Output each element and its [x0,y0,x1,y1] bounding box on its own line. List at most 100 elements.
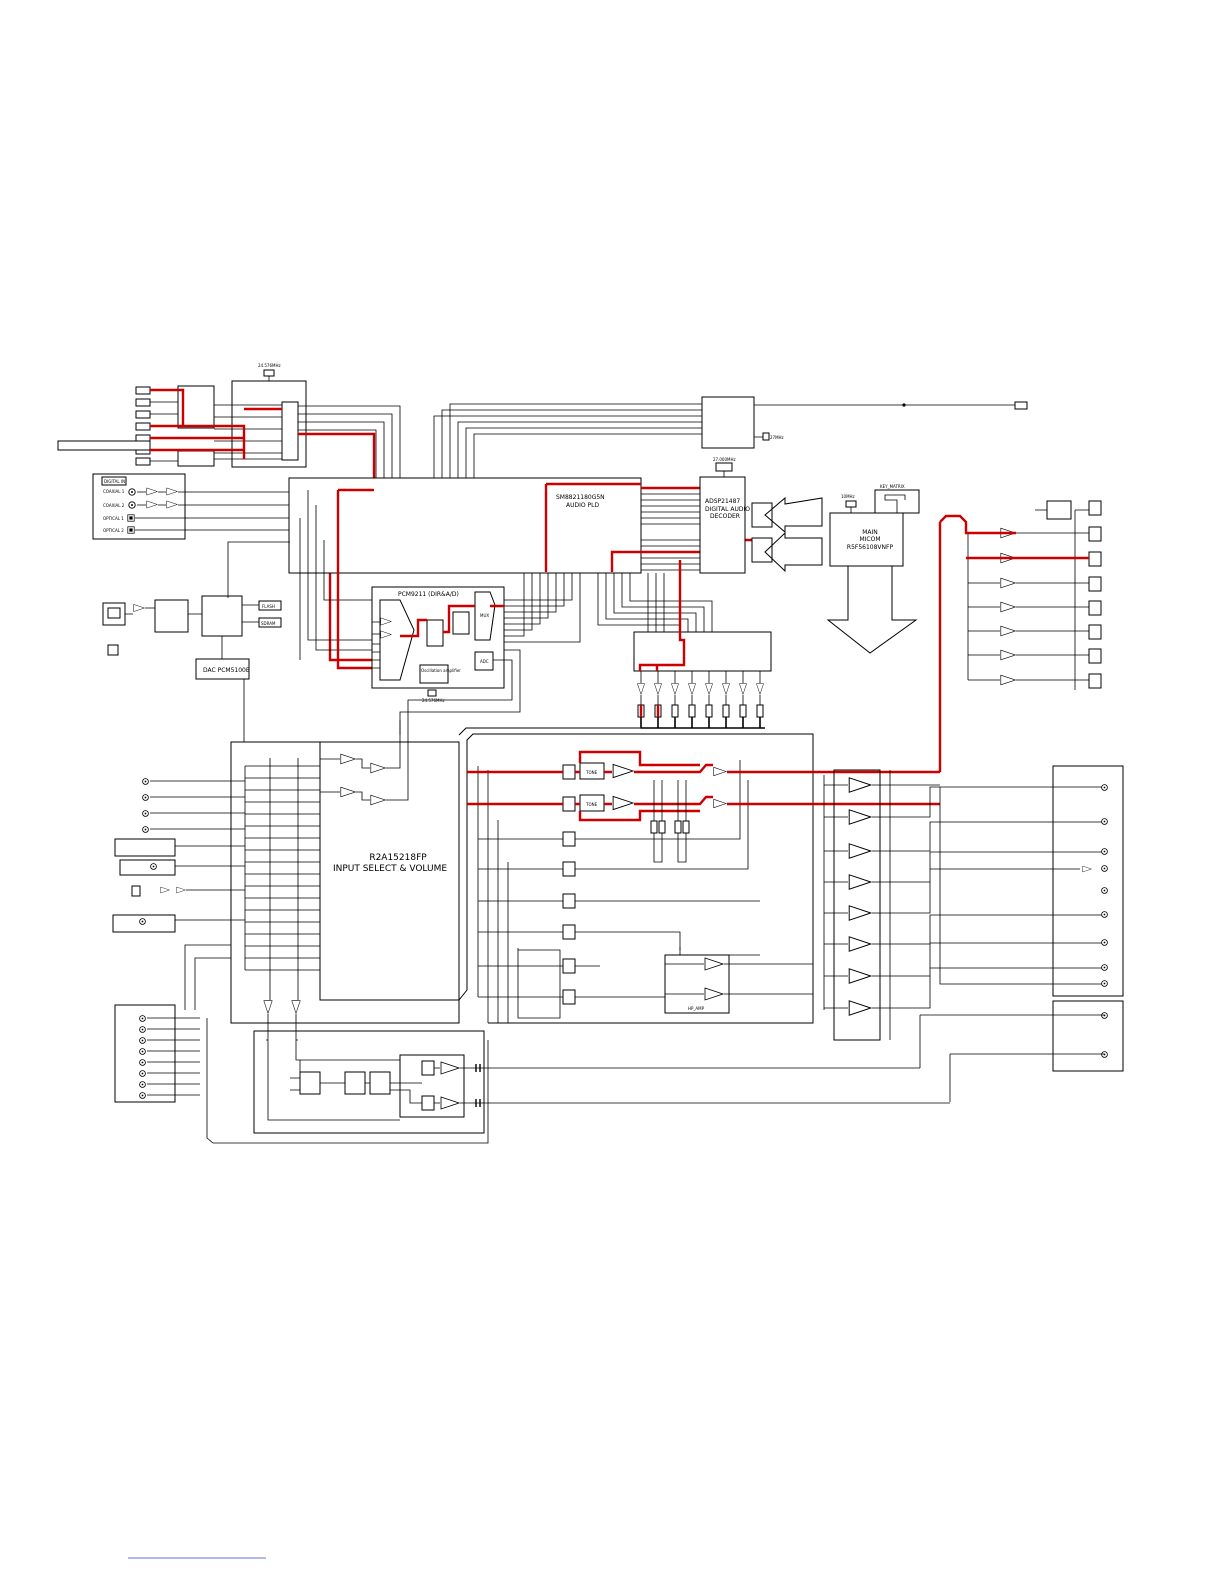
sp-connector-2 [1088,551,1102,567]
vol-out-amp-2-icon [291,1000,301,1014]
pre-out-jack-3-icon [1101,848,1108,855]
vol-ctrl-2 [562,796,576,812]
coaxial1-jack-icon [128,488,136,496]
decoder-crystal [715,462,733,472]
volume-selector-block: R2A15218FP INPUT SELECT & VOLUME [112,720,460,1040]
sp-connector-5 [1088,624,1102,640]
zone-proc-2 [344,1071,366,1095]
output-amp-6-icon [848,936,872,952]
dir-ad-block: PCM9211 (DIR&A/D) MUX ADC Oscillation am… [371,573,581,735]
sp-connector-4 [1088,600,1102,616]
tone-amp-2-icon [612,795,634,811]
power-amp-4-icon [1000,601,1016,613]
micom-label-2: MICOM [859,536,880,543]
driver-amp-6-icon [722,683,730,695]
driver-amp-5-icon [705,683,713,695]
dir-ad-label: PCM9211 (DIR&A/D) [398,591,459,598]
vol-buffer-2-icon [370,762,386,774]
mic-input-icon [131,885,141,897]
volume-chip-sub: INPUT SELECT & VOLUME [333,864,447,874]
right-output-panels [919,765,1124,1102]
tone-res-3 [674,820,682,834]
analog-in-2-jack-icon [142,794,149,801]
decoder-memory-2 [751,537,773,563]
vol-ctrl-3 [562,831,576,847]
pre-out-amp-2-icon [713,798,727,809]
output-amp-8-icon [848,1000,872,1016]
module-3-jack-icon [139,918,146,925]
adc-block [474,651,494,671]
zone-processing-block [253,1030,950,1134]
dir-receiver [426,619,444,647]
vol-ctrl-7 [562,958,576,974]
driver-amp-1-icon [637,683,645,695]
vol-buffer-1-icon [340,753,356,765]
pre-out-jack-1-icon [1101,784,1108,791]
decoder-sub1: DIGITAL AUDIO [705,506,750,513]
analog-in-1-jack-icon [142,778,149,785]
hp-amp-2-icon [704,987,724,1001]
mic-pre-amp-1-icon [160,886,170,894]
tone-amp-1-icon [612,763,634,779]
zone-out-panel [1052,1000,1124,1072]
decoder-memory-1 [751,502,773,528]
hp-amp-label: HP_AMP [688,1006,705,1011]
crystal-top-label: 24.576MHz [258,363,281,368]
input-cable-bar [57,440,151,451]
sub-out-amp-icon [1082,865,1092,873]
pre-out-jack-8-icon [1101,964,1108,971]
vol-buffer-4-icon [370,794,386,806]
tone-outer-frame [458,733,814,1024]
micom-arrow-down [826,565,918,654]
multich-jack-2-icon [139,1026,146,1033]
tone-routing-block: TONE TONE HP_AMP [458,727,940,1024]
decoder-sub2: DECODER [710,513,740,520]
micom-arrow-left-1 [764,496,823,534]
sp-relay-block [1046,500,1072,520]
tone-label-1: TONE [585,770,598,775]
output-amp-4-icon [848,874,872,890]
key-matrix-label: KEY_MATRIX [880,484,905,489]
vol-ctrl-1 [562,764,576,780]
module-2-jack-icon [150,863,157,870]
sdram-chip [258,617,282,628]
audio-pld-name: SM8821180G5N [556,494,605,501]
usb-amp-icon [133,604,145,612]
media-processor [201,595,243,637]
crystal-right [762,432,770,441]
digital-in-label: DIGITAL IN [104,479,125,484]
aux-connector [107,644,119,656]
driver-res-3 [671,704,679,718]
memory-dac-group: FLASH SDRAM DAC PCM5100B [102,541,290,742]
tone-res-4 [682,820,690,834]
input-connector-2 [135,398,151,407]
driver-amp-4-icon [688,683,696,695]
dir-crystal [427,689,437,697]
driver-res-5 [705,704,713,718]
coaxial1-label: COAXIAL 1 [103,489,125,494]
mic-pre-amp-2-icon [176,886,186,894]
zone-frame [253,1030,485,1134]
driver-res-8 [756,704,764,718]
analog-in-module-1 [114,838,176,857]
sp-connector-7 [1088,673,1102,689]
digital-in-title-box [101,476,127,486]
pre-out-jack-2-icon [1101,818,1108,825]
decoder-crystal-label: 27.000MHz [713,457,736,462]
output-mux [474,591,496,641]
dir-crystal-label: 24.576MHz [422,698,445,703]
output-driver-chip [633,631,772,672]
multich-jack-6-icon [139,1070,146,1077]
digital-in-box: DIGITAL IN COAXIAL 1 COAXIAL 2 OPTICAL 1… [92,473,290,540]
sp-connector-1 [1088,526,1102,542]
zone-amp-1-icon [440,1061,460,1075]
dir-decoder [452,611,470,635]
speaker-output-group [939,500,1102,690]
vol-ctrl-4 [562,861,576,877]
power-amp-3-icon [1000,577,1016,589]
decoder-chip [699,476,746,574]
top-left-input-group: 24.576MHz [57,363,401,662]
hp-amp-1-icon [704,957,724,971]
optical2-label: OPTICAL 2 [103,528,124,533]
zone-amp-2-icon [440,1096,460,1110]
